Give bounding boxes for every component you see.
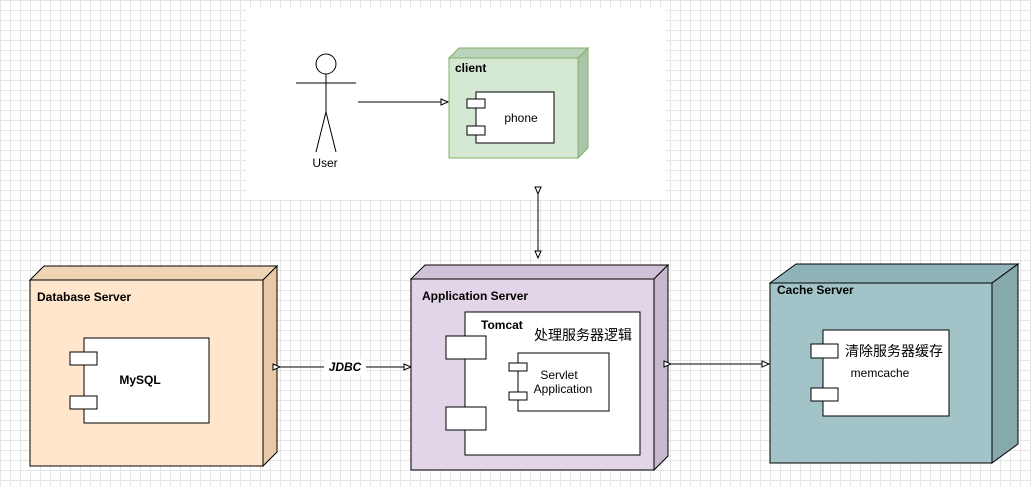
client-title: client (455, 61, 486, 75)
component-port-icon (810, 387, 839, 402)
user-actor[interactable] (296, 53, 356, 153)
component-port-icon (466, 98, 486, 109)
component-port-icon (508, 391, 528, 401)
phone-component[interactable] (466, 91, 555, 144)
component-port-icon (810, 343, 839, 359)
cache-server-title: Cache Server (777, 283, 854, 297)
actor-label: User (312, 156, 337, 170)
jdbc-label: JDBC (329, 360, 362, 374)
mysql-label: MySQL (119, 373, 160, 387)
tomcat-note: 处理服务器逻辑 (534, 327, 632, 343)
database-server-title: Database Server (37, 290, 131, 304)
servlet-component[interactable] (508, 352, 610, 412)
mysql-component[interactable] (69, 337, 210, 424)
servlet-label-line2: Application (534, 382, 593, 396)
component-port-icon (445, 335, 487, 360)
jdbc-label-bg (324, 359, 366, 375)
actor-head (315, 53, 337, 75)
cache-note: 清除服务器缓存 (845, 343, 943, 359)
memcache-component[interactable] (810, 329, 950, 417)
component-port-icon (508, 362, 528, 372)
memcache-label: memcache (851, 366, 910, 380)
application-server-title: Application Server (422, 289, 528, 303)
component-port-icon (69, 395, 98, 410)
component-port-icon (466, 125, 486, 136)
servlet-label-line1: Servlet (540, 368, 578, 382)
database-server-node[interactable] (28, 264, 279, 468)
phone-label: phone (504, 111, 538, 125)
component-port-icon (445, 406, 487, 431)
component-port-icon (69, 351, 98, 366)
tomcat-title: Tomcat (481, 318, 523, 332)
